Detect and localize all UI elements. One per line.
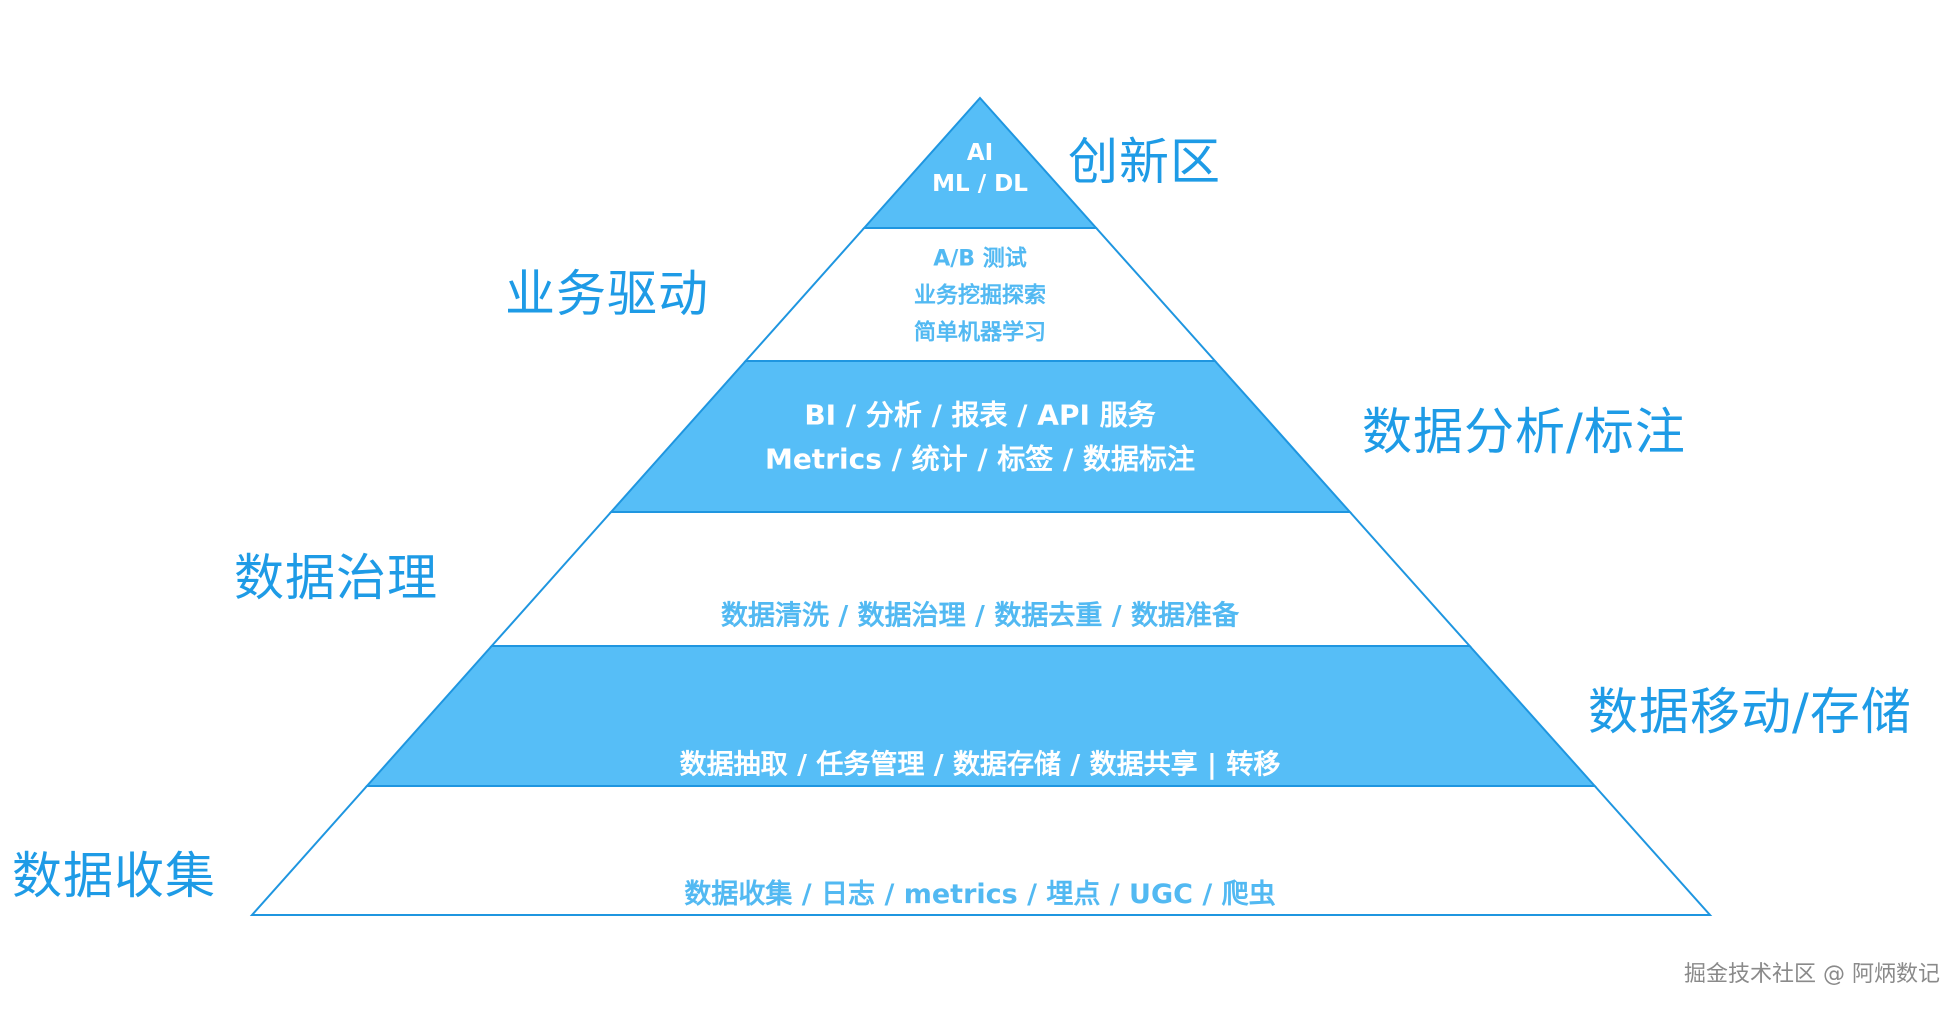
pyramid-level-analysis bbox=[608, 360, 1353, 513]
pyramid-level-governance-text-1: 数据清洗 / 数据治理 / 数据去重 / 数据准备 bbox=[721, 601, 1240, 632]
pyramid-level-innovation-text-1: AI bbox=[967, 140, 993, 166]
label-analysis: 数据分析/标注 bbox=[1362, 403, 1686, 461]
pyramid-level-collection-text-1: 数据收集 / 日志 / metrics / 埋点 / UGC / 爬虫 bbox=[684, 878, 1275, 910]
label-collection: 数据收集 bbox=[12, 847, 216, 905]
pyramid-level-analysis-text-1: BI / 分析 / 报表 / API 服务 bbox=[804, 399, 1155, 432]
pyramid-level-business-text-2: 业务挖掘探索 bbox=[914, 282, 1046, 308]
pyramid-level-business-text-1: A/B 测试 bbox=[933, 246, 1027, 271]
pyramid-level-movement-text-1: 数据抽取 / 任务管理 / 数据存储 / 数据共享 | 转移 bbox=[680, 749, 1281, 781]
label-business: 业务驱动 bbox=[505, 265, 709, 323]
pyramid-level-analysis-text-2: Metrics / 统计 / 标签 / 数据标注 bbox=[765, 443, 1195, 476]
pyramid-level-innovation-text-2: ML / DL bbox=[932, 171, 1028, 197]
watermark-text: 掘金技术社区 @ 阿炳数记 bbox=[1684, 962, 1940, 987]
label-governance: 数据治理 bbox=[234, 549, 438, 607]
label-innovation: 创新区 bbox=[1068, 133, 1221, 191]
label-movement: 数据移动/存储 bbox=[1588, 683, 1912, 741]
pyramid-level-business-text-3: 简单机器学习 bbox=[914, 319, 1046, 345]
pyramid-level-collection bbox=[249, 785, 1713, 916]
